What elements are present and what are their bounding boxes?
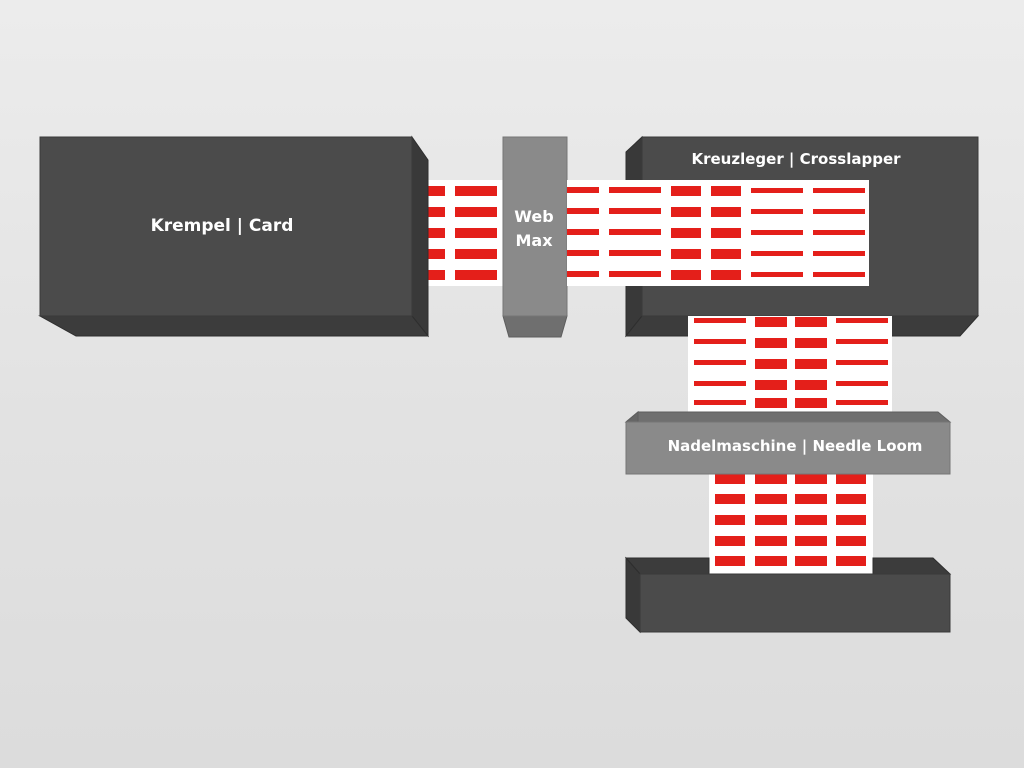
card-label: Krempel | Card	[151, 216, 294, 236]
winder-machine-front	[639, 573, 951, 633]
needleloom-label: Nadelmaschine | Needle Loom	[668, 437, 923, 456]
webmax-label-line2: Max	[515, 231, 553, 250]
needleloom-machine: Nadelmaschine | Needle Loom	[624, 410, 952, 475]
webmax-label-line1: Web	[514, 207, 553, 226]
winder-machine-top-right	[872, 557, 952, 575]
fiber-marks	[567, 186, 865, 280]
webmax-machine-bottom	[502, 315, 568, 338]
winder-machine	[624, 556, 952, 634]
crosslapper-label: Kreuzleger | Crosslapper	[691, 150, 901, 169]
webmax-machine: Web Max	[502, 136, 568, 338]
fiber-marks	[694, 317, 888, 408]
card-machine: Krempel | Card	[38, 135, 430, 338]
card-machine-bottom	[38, 315, 430, 337]
needleloom-web-segment	[709, 472, 873, 574]
card-machine-side	[411, 135, 429, 338]
needleloom-machine-front	[625, 421, 951, 475]
card-machine-front	[39, 136, 413, 317]
webmax-web-segment	[567, 180, 869, 286]
fiber-marks	[413, 186, 497, 280]
needleloom-machine-top	[624, 411, 952, 423]
crosslapper-web-segment	[688, 316, 892, 414]
webmax-machine-front	[502, 136, 568, 317]
fiber-marks	[715, 474, 866, 566]
